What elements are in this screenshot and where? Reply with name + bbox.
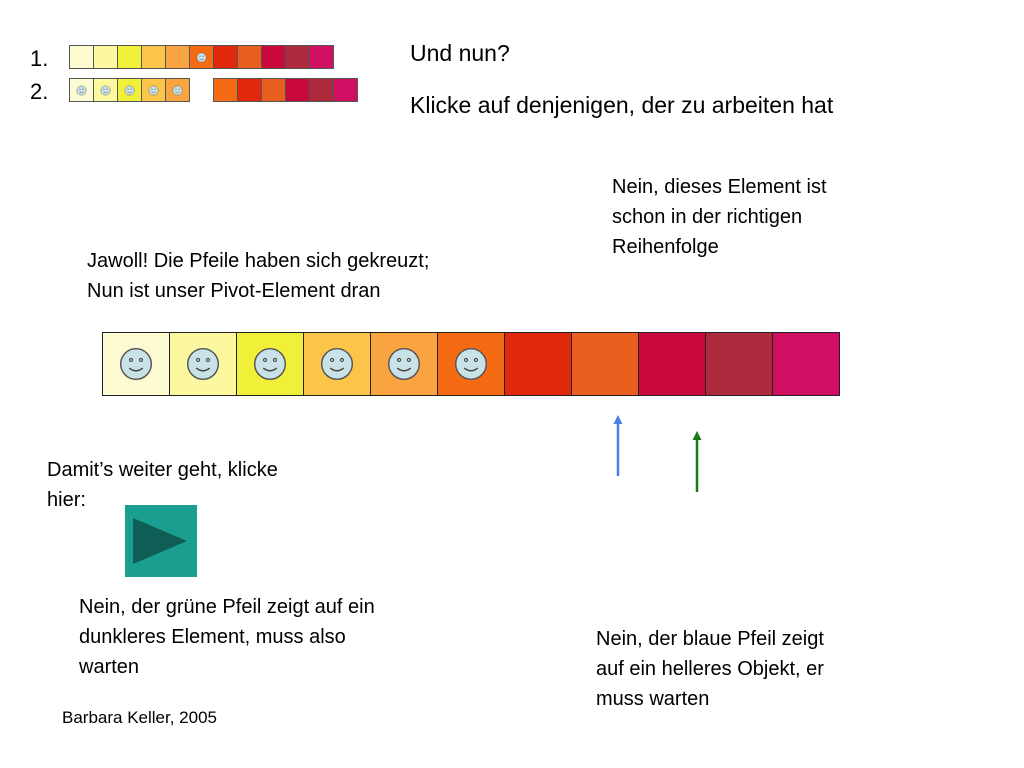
feedback-already-sorted: Nein, dieses Element ist schon in der ri… [612, 172, 827, 262]
feedback-line: Nein, der blaue Pfeil zeigt [596, 628, 824, 650]
smiley-icon [76, 85, 87, 95]
element-row [102, 332, 840, 396]
continue-line: Damit’s weiter geht, klicke [47, 459, 278, 481]
feedback-green-arrow: Nein, der grüne Pfeil zeigt auf ein dunk… [79, 592, 375, 682]
mini-cell [237, 78, 262, 102]
smiley-icon [124, 85, 135, 95]
smiley-icon [253, 347, 287, 381]
element-cell-6[interactable] [437, 332, 505, 396]
mini-cell [261, 45, 286, 69]
mini-cell [69, 45, 94, 69]
smiley-icon [119, 347, 153, 381]
mini-cell [69, 78, 94, 102]
smiley-icon [320, 347, 354, 381]
feedback-line: Nein, der grüne Pfeil zeigt auf ein [79, 596, 375, 618]
smiley-icon [186, 347, 220, 381]
green-arrow-icon [692, 431, 702, 492]
feedback-line: schon in der richtigen [612, 206, 803, 228]
mini-cell [141, 78, 166, 102]
mini-cell [93, 78, 118, 102]
feedback-correct: Jawoll! Die Pfeile haben sich gekreuzt; … [87, 246, 429, 306]
element-cell-11[interactable] [772, 332, 840, 396]
feedback-line: dunkleres Element, muss also [79, 626, 346, 648]
feedback-line: Jawoll! Die Pfeile haben sich gekreuzt; [87, 250, 430, 272]
smiley-icon [387, 347, 421, 381]
mini-cell [213, 78, 238, 102]
feedback-line: Nein, dieses Element ist [612, 176, 827, 198]
mini-cell [309, 45, 334, 69]
feedback-line: Reihenfolge [612, 236, 719, 258]
continue-prompt: Damit’s weiter geht, klicke hier: [47, 455, 278, 515]
mini-row-2 [69, 78, 358, 102]
element-cell-4[interactable] [303, 332, 371, 396]
feedback-blue-arrow: Nein, der blaue Pfeil zeigt auf ein hell… [596, 624, 824, 714]
mini-cell [213, 45, 238, 69]
mini-cell [285, 78, 310, 102]
feedback-line: Nun ist unser Pivot-Element dran [87, 280, 381, 302]
heading-instruction: Klicke auf denjenigen, der zu arbeiten h… [410, 92, 834, 118]
mini-cell [189, 45, 214, 69]
feedback-line: auf ein helleres Objekt, er [596, 658, 824, 680]
author-credit: Barbara Keller, 2005 [62, 708, 217, 727]
element-cell-8[interactable] [571, 332, 639, 396]
mini-cell [93, 45, 118, 69]
smiley-icon [148, 85, 159, 95]
mini-cell [117, 45, 142, 69]
smiley-icon [454, 347, 488, 381]
element-cell-3[interactable] [236, 332, 304, 396]
pointer-arrows [613, 415, 702, 492]
mini-cell [141, 45, 166, 69]
smiley-icon [172, 85, 183, 95]
blue-arrow-icon [613, 415, 623, 476]
element-cell-2[interactable] [169, 332, 237, 396]
heading-und-nun: Und nun? [410, 40, 510, 66]
feedback-line: muss warten [596, 688, 710, 710]
row-label-2: 2. [30, 79, 49, 104]
element-cell-7[interactable] [504, 332, 572, 396]
mini-row-1 [69, 45, 334, 69]
element-cell-5[interactable] [370, 332, 438, 396]
mini-cell [165, 78, 190, 102]
mini-cell [237, 45, 262, 69]
smiley-icon [100, 85, 111, 95]
element-cell-9[interactable] [638, 332, 706, 396]
mini-cell [261, 78, 286, 102]
mini-cell [285, 45, 310, 69]
element-cell-10[interactable] [705, 332, 773, 396]
next-button[interactable] [125, 505, 197, 577]
row-label-1: 1. [30, 46, 49, 71]
mini-cell [333, 78, 358, 102]
continue-line: hier: [47, 489, 86, 511]
feedback-line: warten [79, 656, 140, 678]
mini-cell [165, 45, 190, 69]
mini-cell [309, 78, 334, 102]
smiley-icon [196, 52, 207, 62]
element-cell-1[interactable] [102, 332, 170, 396]
mini-cell [117, 78, 142, 102]
play-icon [133, 518, 187, 564]
